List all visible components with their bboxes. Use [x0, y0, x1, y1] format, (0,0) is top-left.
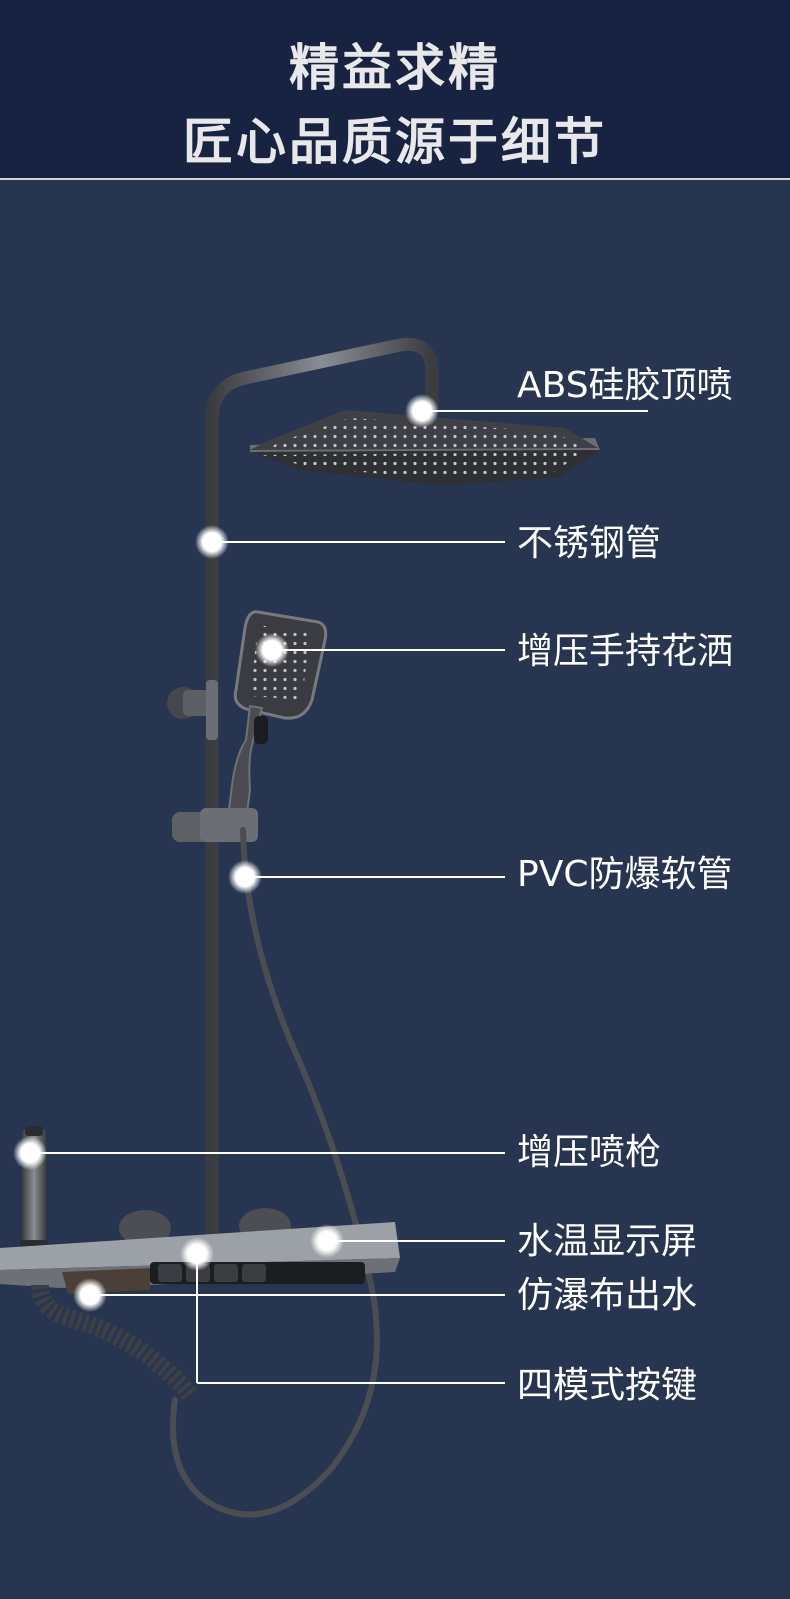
wall-bracket	[167, 680, 218, 740]
banner-subtitle: 匠心品质源于细节	[183, 113, 607, 171]
label-handheld-shower: 增压手持花洒	[517, 631, 734, 672]
leader-lines	[30, 410, 648, 1384]
label-temperature-display: 水温显示屏	[517, 1221, 698, 1262]
header-banner: 精益求精 匠心品质源于细节	[0, 0, 790, 180]
label-stainless-pipe: 不锈钢管	[517, 523, 662, 564]
banner-title: 精益求精	[289, 39, 501, 97]
marker-pipe	[195, 525, 229, 559]
marker-display	[310, 1224, 344, 1258]
shower-hose	[170, 827, 380, 1518]
label-abs-top-shower: ABS硅胶顶喷	[517, 365, 733, 406]
callout-markers	[13, 394, 439, 1312]
label-pvc-hose: PVC防爆软管	[517, 854, 733, 895]
marker-abs	[405, 394, 439, 428]
overhead-arm	[205, 337, 439, 1247]
label-waterfall-outlet: 仿瀑布出水	[517, 1275, 698, 1316]
coiled-hose	[31, 1284, 198, 1401]
label-spray-gun: 增压喷枪	[517, 1132, 662, 1173]
overhead-shower-head	[250, 410, 600, 485]
marker-hose	[228, 860, 262, 894]
label-four-mode-buttons: 四模式按键	[517, 1365, 698, 1406]
marker-spraygun	[13, 1136, 47, 1170]
marker-buttons	[180, 1237, 214, 1271]
marker-waterfall	[73, 1278, 107, 1312]
marker-handheld	[255, 633, 289, 667]
